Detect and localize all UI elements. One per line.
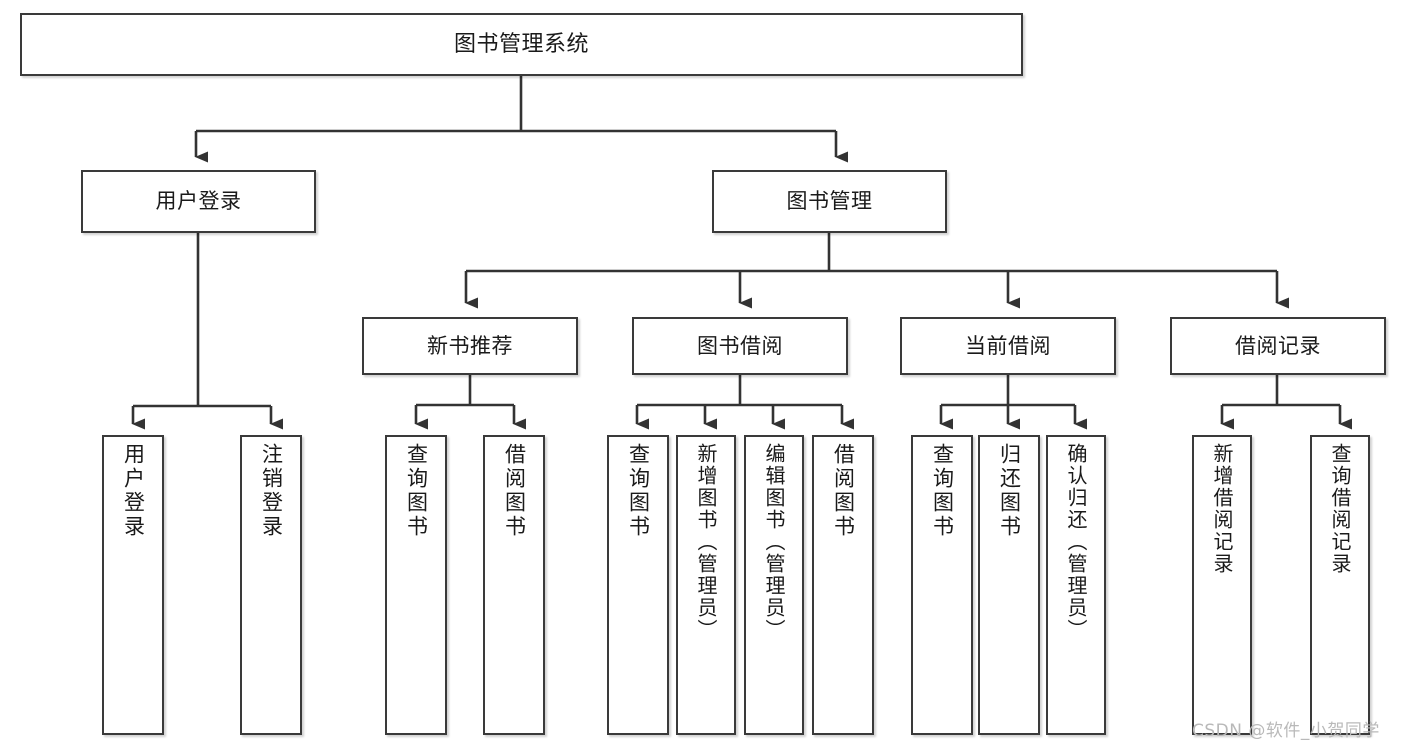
- node-label: 图书借阅: [697, 333, 783, 358]
- node-label: 图书管理: [786, 189, 873, 214]
- node-label: 归还图书: [997, 443, 1022, 539]
- csdn-watermark: CSDN @软件_小贺同学: [1192, 721, 1380, 741]
- leaf-query-book-current[interactable]: 查询图书: [911, 435, 973, 735]
- node-book-management[interactable]: 图书管理: [712, 170, 947, 233]
- node-book-borrow[interactable]: 图书借阅: [632, 317, 848, 375]
- node-label: 查询图书: [404, 443, 429, 539]
- node-label: 新增借阅记录: [1210, 443, 1234, 575]
- leaf-query-book-borrow[interactable]: 查询图书: [607, 435, 669, 735]
- leaf-query-book-recommend[interactable]: 查询图书: [385, 435, 447, 735]
- node-label: 图书管理系统: [453, 31, 589, 57]
- node-label: 查询借阅记录: [1328, 443, 1352, 575]
- node-label: 新书推荐: [427, 333, 513, 358]
- node-root-book-management-system[interactable]: 图书管理系统: [20, 13, 1023, 76]
- node-borrow-record[interactable]: 借阅记录: [1170, 317, 1386, 375]
- leaf-confirm-return-admin[interactable]: 确认归还（管理员）: [1046, 435, 1106, 735]
- node-label: 用户登录: [121, 443, 146, 539]
- leaf-borrow-book-recommend[interactable]: 借阅图书: [483, 435, 545, 735]
- leaf-edit-book-admin[interactable]: 编辑图书（管理员）: [744, 435, 804, 735]
- node-label: 用户登录: [155, 189, 242, 214]
- node-label: 当前借阅: [965, 333, 1051, 358]
- leaf-return-book[interactable]: 归还图书: [978, 435, 1040, 735]
- leaf-user-login[interactable]: 用户登录: [102, 435, 164, 735]
- leaf-query-borrow-record[interactable]: 查询借阅记录: [1310, 435, 1370, 735]
- node-label: 编辑图书（管理员）: [762, 443, 786, 641]
- node-current-borrow[interactable]: 当前借阅: [900, 317, 1116, 375]
- node-label: 新增图书（管理员）: [694, 443, 718, 641]
- node-label: 借阅记录: [1235, 333, 1321, 358]
- node-new-book-recommend[interactable]: 新书推荐: [362, 317, 578, 375]
- leaf-add-book-admin[interactable]: 新增图书（管理员）: [676, 435, 736, 735]
- node-label: 注销登录: [259, 443, 284, 539]
- leaf-logout-login[interactable]: 注销登录: [240, 435, 302, 735]
- leaf-add-borrow-record[interactable]: 新增借阅记录: [1192, 435, 1252, 735]
- leaf-borrow-book[interactable]: 借阅图书: [812, 435, 874, 735]
- node-label: 确认归还（管理员）: [1064, 443, 1088, 641]
- node-label: 查询图书: [930, 443, 955, 539]
- node-label: 借阅图书: [502, 443, 527, 539]
- node-label: 借阅图书: [831, 443, 856, 539]
- node-user-login[interactable]: 用户登录: [81, 170, 316, 233]
- node-label: 查询图书: [626, 443, 651, 539]
